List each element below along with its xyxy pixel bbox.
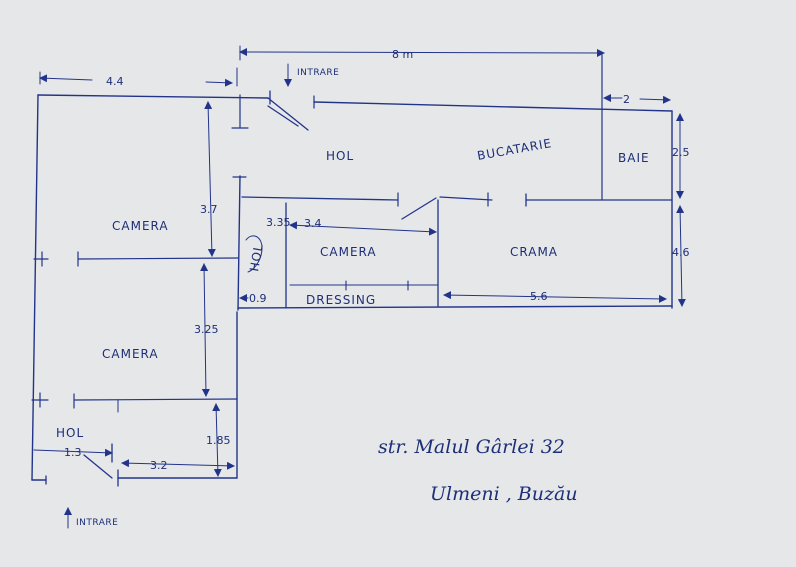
wall-hallway-door-posts bbox=[397, 192, 493, 207]
dim-4-6-line bbox=[676, 205, 686, 307]
dim-2-line-b bbox=[639, 95, 671, 104]
room-label-hol-vertical: HOL bbox=[247, 242, 266, 272]
room-label-crama: CRAMA bbox=[510, 245, 558, 259]
walls bbox=[31, 54, 673, 481]
dim-label-camera-middle-height: 3.35 bbox=[266, 216, 291, 229]
room-label-camera-left-bottom: CAMERA bbox=[102, 347, 159, 361]
dim-label-bottom-right-width: 3.2 bbox=[150, 459, 168, 472]
room-label-dressing: DRESSING bbox=[306, 293, 376, 307]
dim-3-4-line bbox=[289, 221, 437, 236]
wall-camera-box bbox=[285, 199, 439, 309]
wall-post-top bbox=[231, 94, 249, 129]
dim-3-7-line bbox=[204, 101, 216, 257]
wall-dressing-line bbox=[289, 280, 439, 291]
dim-label-camera-upper-height: 3.7 bbox=[200, 203, 218, 216]
dim-4-4-ticks bbox=[39, 67, 238, 87]
door-middle bbox=[401, 197, 437, 220]
dim-3-25-line bbox=[200, 263, 210, 397]
dimension-lines bbox=[33, 45, 686, 529]
room-label-hol-top: HOL bbox=[326, 149, 354, 163]
dim-8m-line bbox=[239, 48, 605, 57]
dim-3-2-line bbox=[121, 459, 235, 470]
entrance-label-bottom: INTRARE bbox=[76, 518, 118, 528]
room-label-hol-bottom: HOL bbox=[56, 426, 84, 440]
room-label-bucatarie: BUCATARIE bbox=[476, 136, 553, 163]
dim-label-top-total-width: 8 m bbox=[392, 48, 413, 61]
dim-label-crama-height: 4.6 bbox=[672, 246, 690, 259]
wall-top-right bbox=[313, 101, 673, 112]
address-line-2: Ulmeni , Buzău bbox=[430, 483, 578, 505]
dim-label-crama-width: 5.6 bbox=[530, 290, 548, 303]
dim-label-hol-bottom-height: 1.85 bbox=[206, 434, 231, 447]
dim-4-4-line bbox=[39, 74, 93, 83]
room-label-camera-middle: CAMERA bbox=[320, 245, 377, 259]
dim-label-hol-bottom-width: 1.3 bbox=[64, 446, 82, 459]
door-bottom-entrance bbox=[45, 443, 119, 487]
wall-bottom-right bbox=[237, 305, 673, 309]
wall-camera-divider bbox=[33, 251, 239, 267]
room-label-baie: BAIE bbox=[618, 151, 650, 165]
dim-label-baie-height: 2.5 bbox=[672, 146, 690, 159]
wall-middle-left bbox=[241, 196, 399, 201]
entrance-labels: INTRARE INTRARE bbox=[76, 68, 339, 528]
wall-hol-top bbox=[31, 392, 238, 409]
dim-label-hol-vertical-width: 0.9 bbox=[249, 292, 267, 305]
wall-corridor-left bbox=[237, 175, 241, 311]
dim-label-baie-width: 2 bbox=[623, 93, 630, 106]
dim-label-camera-lower-height: 3.25 bbox=[194, 323, 219, 336]
wall-left-outer bbox=[31, 94, 39, 481]
doors bbox=[45, 90, 437, 487]
dim-4-4-line-b bbox=[205, 78, 233, 87]
dim-label-top-left-width: 4.4 bbox=[106, 75, 124, 88]
dim-5-6-line bbox=[443, 291, 667, 303]
dim-label-camera-middle-width: 3.4 bbox=[304, 217, 322, 230]
door-top-entrance bbox=[267, 90, 309, 131]
entrance-label-top: INTRARE bbox=[297, 68, 339, 78]
hol-vertical-box bbox=[245, 235, 263, 273]
dimension-labels: 4.4 8 m 2 2.5 4.6 5.6 3.7 3.25 1.85 3.4 … bbox=[64, 48, 690, 472]
dim-1-3-line bbox=[33, 448, 113, 457]
wall-middle-right bbox=[525, 193, 673, 207]
room-label-camera-left-top: CAMERA bbox=[112, 219, 169, 233]
room-labels: HOL BUCATARIE BAIE CAMERA CAMERA CRAMA C… bbox=[56, 136, 650, 440]
wall-top-left bbox=[37, 94, 269, 99]
address-line-1: str. Malul Gârlei 32 bbox=[378, 436, 565, 458]
address-block: str. Malul Gârlei 32 Ulmeni , Buzău bbox=[378, 436, 578, 505]
